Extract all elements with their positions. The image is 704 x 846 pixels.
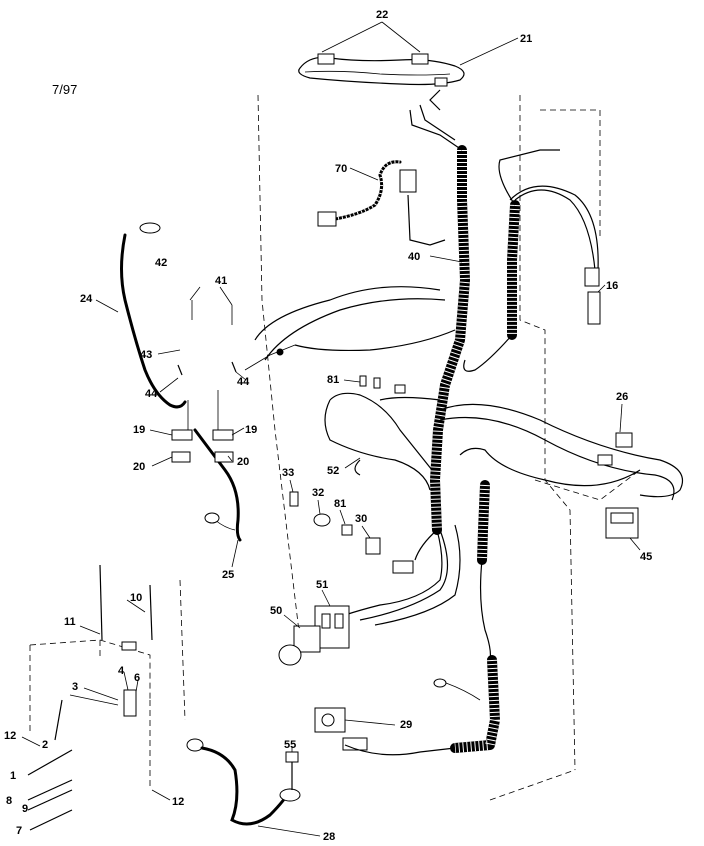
label-28: 28 [323, 831, 335, 843]
label-50: 50 [270, 605, 282, 617]
label-43: 43 [140, 349, 152, 361]
label-40: 40 [408, 251, 420, 263]
harness-22 [298, 53, 465, 111]
label-24: 24 [80, 293, 93, 305]
label-44-right: 44 [237, 376, 250, 388]
label-26: 26 [616, 391, 628, 403]
label-1: 1 [10, 770, 16, 782]
label-2: 2 [42, 739, 48, 751]
label-10: 10 [130, 592, 142, 604]
label-25: 25 [222, 569, 234, 581]
label-81-upper: 81 [327, 374, 339, 386]
label-12-left: 12 [4, 730, 16, 742]
date-code: 7/97 [52, 82, 77, 97]
label-6: 6 [134, 672, 140, 684]
battery-cables [120, 222, 242, 542]
label-42: 42 [155, 257, 167, 269]
label-30: 30 [355, 513, 367, 525]
small-parts [289, 375, 633, 555]
label-70: 70 [335, 163, 347, 175]
leader-lines [21, 21, 641, 837]
label-12-bottom: 12 [172, 796, 184, 808]
label-16: 16 [606, 280, 618, 292]
label-4: 4 [118, 665, 125, 677]
label-45: 45 [640, 551, 652, 563]
hardware-parts [171, 300, 296, 463]
wire-looms [254, 286, 684, 626]
part-45 [605, 507, 639, 539]
label-33: 33 [282, 467, 294, 479]
lower-conduit [450, 480, 501, 753]
part-29 [314, 678, 481, 756]
label-20-right: 20 [237, 456, 249, 468]
label-3: 3 [72, 681, 78, 693]
label-32: 32 [312, 487, 324, 499]
label-55: 55 [284, 739, 296, 751]
label-8: 8 [6, 795, 12, 807]
main-conduit-40 [409, 104, 471, 535]
label-51: 51 [316, 579, 328, 591]
label-29: 29 [400, 719, 412, 731]
label-19-left: 19 [133, 424, 145, 436]
label-22: 22 [376, 9, 388, 21]
label-20-left: 20 [133, 461, 145, 473]
label-81-lower: 81 [334, 498, 346, 510]
label-41: 41 [215, 275, 227, 287]
label-7: 7 [16, 825, 22, 837]
label-21: 21 [520, 33, 532, 45]
part-70-cord [317, 160, 446, 246]
part-labels: 7/97 22 21 70 40 16 42 41 24 43 44 44 19… [4, 9, 652, 843]
right-conduit [463, 149, 601, 372]
cable-28 [186, 738, 301, 826]
battery-box [27, 564, 153, 831]
switch-50-51 [278, 605, 350, 666]
label-52: 52 [327, 465, 339, 477]
label-11: 11 [64, 616, 76, 628]
chassis-outline [29, 94, 641, 801]
label-9: 9 [22, 803, 28, 815]
label-44-left: 44 [145, 388, 158, 400]
label-19-right: 19 [245, 424, 257, 436]
